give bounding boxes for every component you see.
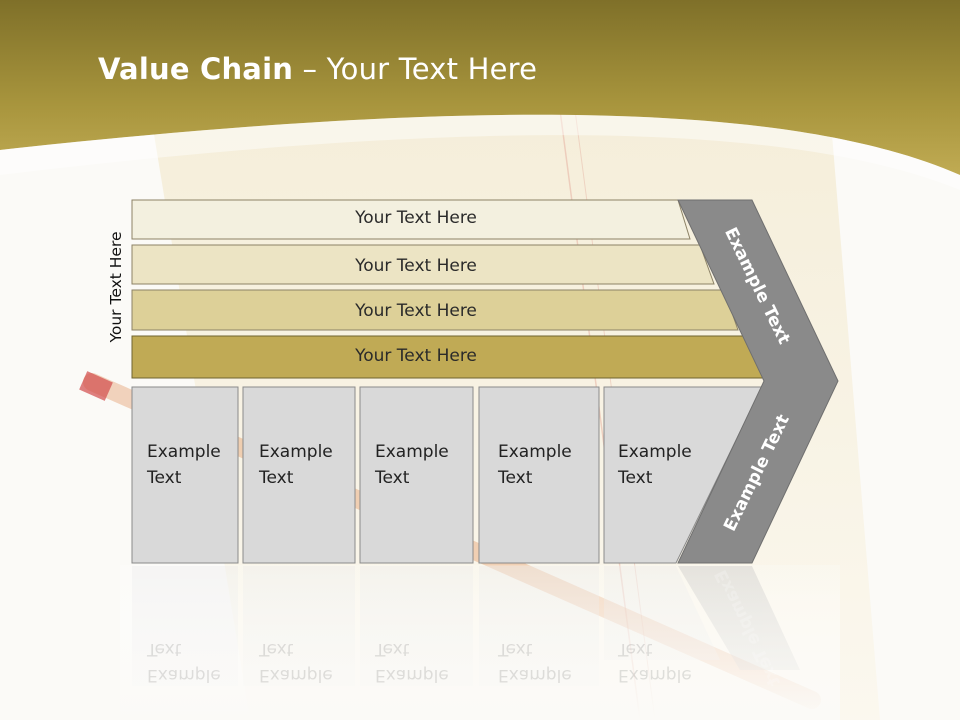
box-4-line2: Text <box>498 468 533 488</box>
box-3 <box>359 386 474 564</box>
box-1 <box>131 386 239 564</box>
side-label: Your Text Here <box>107 231 125 343</box>
box-1-reflection-line2: Text <box>147 639 182 659</box>
box-4-reflection-line1: Example <box>498 665 572 685</box>
box-2-reflection-line2: Text <box>259 639 294 659</box>
box-3-line1: Example <box>375 442 449 462</box>
box-1-line2: Text <box>147 468 182 488</box>
header-swoosh <box>0 114 960 190</box>
bar-2 <box>131 244 715 285</box>
box-5-reflection-line1: Example <box>618 665 692 685</box>
box-3-reflection-line1: Example <box>375 665 449 685</box>
box-5-line1: Example <box>618 442 692 462</box>
box-2-line2: Text <box>259 468 294 488</box>
box-5-line2: Text <box>618 468 653 488</box>
bar-3-label: Your Text Here <box>355 301 477 321</box>
box-5-reflection: Example Text <box>618 636 692 688</box>
box-4-reflection-line2: Text <box>498 639 533 659</box>
box-5-reflection-line2: Text <box>618 639 653 659</box>
box-4 <box>478 386 600 564</box>
box-1-reflection-line1: Example <box>147 665 221 685</box>
box-3-reflection: Example Text <box>375 636 449 688</box>
chevron-arrow <box>677 199 839 564</box>
box-1-reflection: Example Text <box>147 636 221 688</box>
box-2-line1: Example <box>259 442 333 462</box>
header-band <box>0 0 960 175</box>
box-3-reflection-line2: Text <box>375 639 410 659</box>
box-4-reflection: Example Text <box>498 636 572 688</box>
bar-2-label: Your Text Here <box>355 256 477 276</box>
page-title: Value Chain – Your Text Here <box>98 52 537 86</box>
bar-4-label: Your Text Here <box>355 346 477 366</box>
bar-3 <box>131 289 739 331</box>
bar-1 <box>131 199 691 240</box>
box-4-line1: Example <box>498 442 572 462</box>
box-2-reflection: Example Text <box>259 636 333 688</box>
title-rest: – Your Text Here <box>293 52 538 86</box>
box-3-line2: Text <box>375 468 410 488</box>
box-2-reflection-line1: Example <box>259 665 333 685</box>
box-2 <box>242 386 356 564</box>
box-1-line1: Example <box>147 442 221 462</box>
box-5 <box>603 386 763 564</box>
bar-1-label: Your Text Here <box>355 208 477 228</box>
title-bold: Value Chain <box>98 52 294 86</box>
